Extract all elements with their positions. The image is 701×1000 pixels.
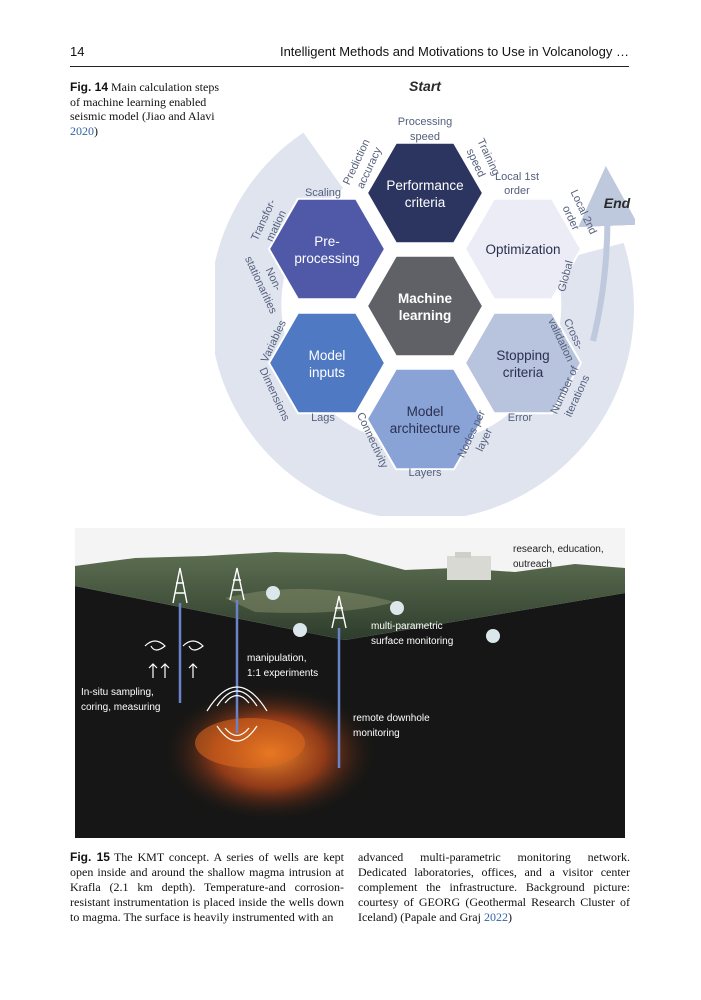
outer-ring	[215, 132, 634, 516]
hex-stopping	[463, 311, 583, 415]
start-label: Start	[409, 78, 442, 94]
manipulation-label: manipulation,1:1 experiments	[247, 653, 318, 679]
figure-14-caption-text: Main calculation steps of machine learni…	[70, 80, 219, 123]
hex-preprocessing	[267, 197, 387, 301]
figure-14-label: Fig. 14	[70, 80, 109, 94]
error-label: Error	[508, 412, 533, 424]
figure-15-caption-text-left: The KMT concept. A series of wells are k…	[70, 850, 345, 924]
header-rule	[70, 66, 629, 67]
visitor-center-building	[447, 552, 491, 580]
hex-center	[365, 254, 485, 358]
drill-towers	[172, 567, 347, 629]
layers-label: Layers	[408, 467, 442, 479]
scaling-label: Scaling	[305, 187, 341, 199]
hex-inputs	[267, 311, 387, 415]
research-label: research, education,outreach	[513, 544, 604, 570]
running-title: Intelligent Methods and Motivations to U…	[279, 44, 629, 59]
figure-14-caption: Fig. 14 Main calculation steps of machin…	[70, 80, 220, 138]
hex-optimization-label: Optimization	[485, 242, 560, 257]
hex-performance	[365, 141, 485, 245]
figure-15-labels: research, education,outreach multi-param…	[81, 544, 604, 739]
vortex-icons	[144, 640, 204, 678]
figure-14-citation-link[interactable]: 2020	[70, 123, 94, 138]
end-arrow	[578, 166, 635, 342]
seismic-wave-icon	[206, 686, 268, 742]
figure-14-caption-end: )	[94, 123, 98, 138]
lags-label: Lags	[311, 412, 335, 424]
insitu-label: In-situ sampling,coring, measuring	[81, 687, 160, 713]
figure-15-caption-right: advanced multi-parametric monitoring net…	[358, 850, 630, 925]
figure-15-citation-link[interactable]: 2022	[483, 910, 508, 924]
page-number: 14	[70, 44, 85, 59]
figure-15-caption-text-right: advanced multi-parametric monitoring net…	[358, 850, 630, 924]
figure-15-label: Fig. 15	[70, 850, 110, 864]
magma-core	[195, 718, 305, 768]
figure-15-caption-right-end: )	[507, 910, 512, 924]
hex-optimization	[463, 197, 583, 301]
wells	[178, 600, 341, 768]
figure-15-photo: research, education,outreach multi-param…	[75, 528, 625, 838]
hex-architecture	[365, 367, 485, 471]
end-label: End	[604, 195, 631, 211]
hex-preprocessing-label: Pre-processing	[294, 234, 359, 266]
monitoring-stations	[266, 586, 500, 643]
